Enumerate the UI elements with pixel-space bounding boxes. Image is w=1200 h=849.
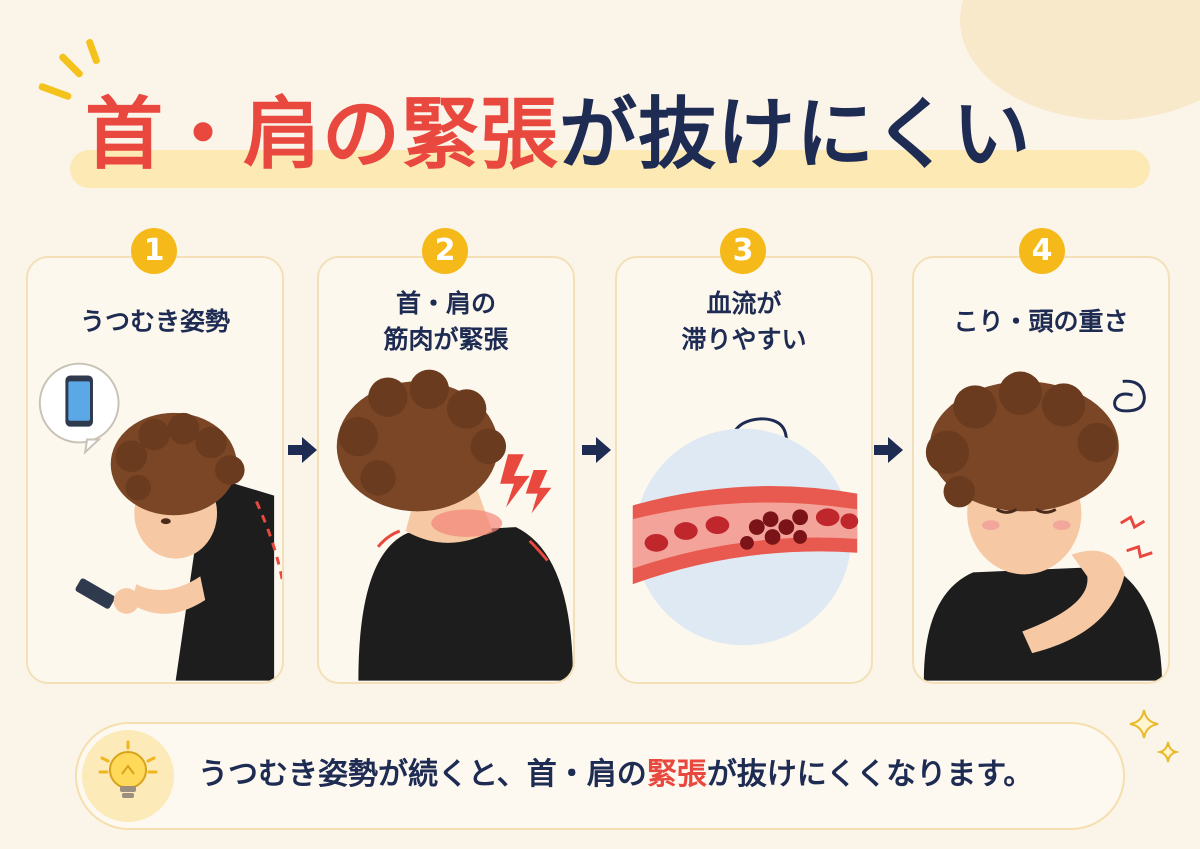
title-part-neck-shoulder: 首・肩の xyxy=(85,90,402,180)
step-2-badge: 2 xyxy=(422,228,468,274)
person-holding-neck xyxy=(923,371,1163,681)
step-2-caption-line-1: 首・肩の xyxy=(395,289,496,318)
summary-text-highlight: 緊張 xyxy=(646,757,707,792)
step-2-caption-line-2: 筋肉が緊張 xyxy=(383,325,509,354)
right-arrow-icon xyxy=(874,437,903,463)
summary-text-after: が抜けにくくなります。 xyxy=(706,757,1034,792)
step-3-illustration xyxy=(632,417,859,646)
spiral-icon xyxy=(1113,379,1146,413)
step-2-illustration xyxy=(336,369,573,681)
neck-tension-glow xyxy=(431,509,503,537)
step-3-caption: 血流が 滞りやすい xyxy=(617,286,871,358)
step-3-caption-line-1: 血流が xyxy=(706,289,782,318)
step-1-caption-line: うつむき姿勢 xyxy=(79,307,230,336)
lightbulb-icon xyxy=(98,740,158,798)
step-4-panel: こり・頭の重さ xyxy=(912,256,1170,684)
phone-bubble xyxy=(38,362,120,455)
step-4-caption-line: こり・頭の重さ xyxy=(953,307,1129,336)
posture-curve-line xyxy=(255,500,282,587)
title-area: 首・肩の緊張が抜けにくい xyxy=(0,0,1200,200)
title-sparkle-1 xyxy=(37,82,73,101)
step-4-badge: 4 xyxy=(1019,228,1065,274)
step-4-illustration xyxy=(923,371,1163,681)
step-1-caption: うつむき姿勢 xyxy=(28,304,282,340)
step-2-caption: 首・肩の 筋肉が緊張 xyxy=(319,286,573,358)
blood-cells xyxy=(644,508,859,552)
step-2-panel: 首・肩の 筋肉が緊張 xyxy=(317,256,575,684)
step-1-illustration xyxy=(38,362,282,681)
person-back-view xyxy=(336,369,573,681)
lightning-icon xyxy=(500,454,530,508)
bulb-circle xyxy=(82,730,174,822)
title-part-tension: 緊張 xyxy=(401,90,560,180)
title-highlight-band xyxy=(70,150,1150,188)
summary-banner xyxy=(75,722,1125,830)
lightning-icon-2 xyxy=(525,470,552,514)
step-4-caption: こり・頭の重さ xyxy=(914,304,1168,340)
summary-text: うつむき姿勢が続くと、首・肩の緊張が抜けにくくなります。 xyxy=(198,752,1118,798)
page-title: 首・肩の緊張が抜けにくい xyxy=(85,80,1145,190)
summary-text-before: うつむき姿勢が続くと、首・肩の xyxy=(198,757,647,792)
step-3-panel: 血流が 滞りやすい xyxy=(615,256,873,684)
step-3-caption-line-2: 滞りやすい xyxy=(681,325,807,354)
title-sparkle-3 xyxy=(85,38,101,65)
sparkle-icon xyxy=(1129,709,1180,763)
right-arrow-icon xyxy=(582,437,611,463)
right-arrow-icon xyxy=(288,437,317,463)
step-3-badge: 3 xyxy=(720,228,766,274)
person-looking-down xyxy=(75,412,275,681)
title-part-hard-to-release: が抜けにくい xyxy=(559,90,1032,180)
title-sparkle-2 xyxy=(57,52,85,79)
step-1-panel: うつむき姿勢 xyxy=(26,256,284,684)
step-1-badge: 1 xyxy=(131,228,177,274)
